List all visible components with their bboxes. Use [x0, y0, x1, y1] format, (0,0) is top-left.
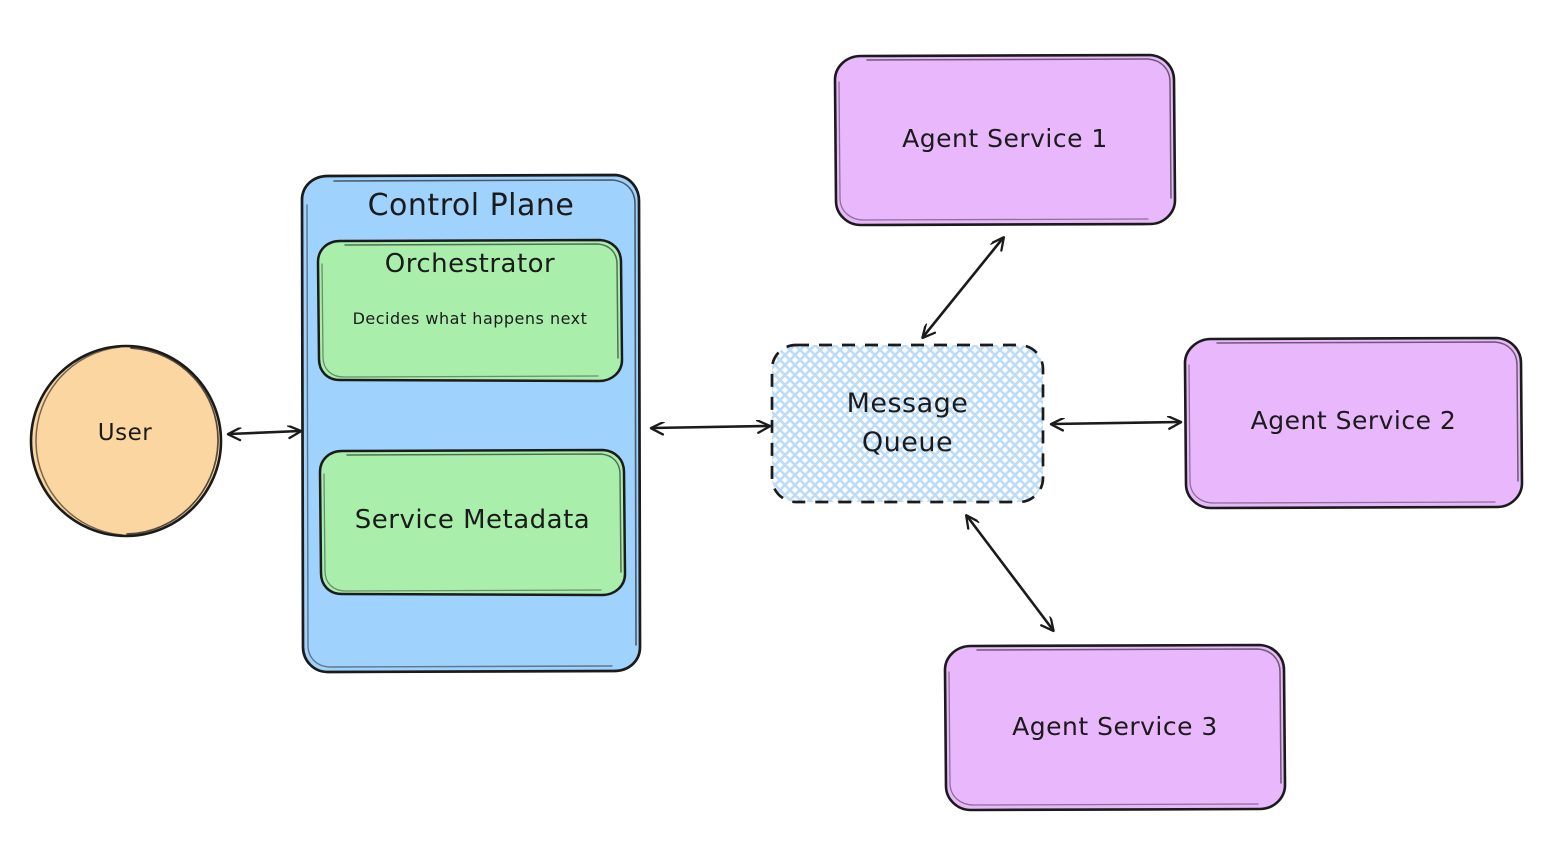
node-hit-orchestrator[interactable] [318, 240, 622, 381]
edge-message-queue-agent-service-2 [1052, 422, 1180, 424]
edge-message-queue-agent-service-3 [967, 516, 1053, 630]
node-hit-control-plane[interactable] [302, 175, 640, 240]
node-message-queue[interactable] [770, 343, 1045, 504]
node-service-metadata[interactable] [318, 448, 627, 597]
node-agent-service-3[interactable] [943, 643, 1287, 812]
node-agent-service-2[interactable] [1183, 336, 1524, 510]
node-user[interactable] [29, 344, 223, 538]
node-orchestrator[interactable] [316, 238, 624, 383]
node-hit-service-metadata[interactable] [320, 450, 625, 595]
edge-control-plane-message-queue [652, 426, 769, 428]
node-hit-user[interactable] [30, 345, 222, 537]
node-agent-service-1[interactable] [833, 53, 1177, 227]
node-hit-message-queue[interactable] [772, 345, 1043, 502]
node-hit-agent-service-3[interactable] [945, 645, 1285, 810]
edge-message-queue-agent-service-1 [923, 238, 1003, 337]
edge-user-control-plane [229, 431, 300, 434]
node-hit-agent-service-2[interactable] [1185, 338, 1522, 508]
node-hit-agent-service-1[interactable] [835, 55, 1175, 225]
